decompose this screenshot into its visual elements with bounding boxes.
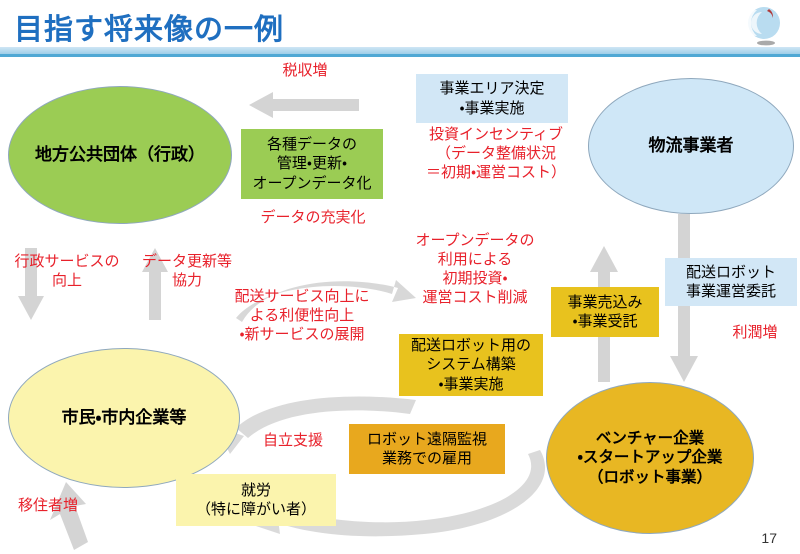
node-venture-startup[interactable]: ベンチャー企業 ・スタートアップ企業 （ロボット事業） — [546, 382, 754, 534]
box-business-sales-label: 事業売込み ・事業受託 — [567, 293, 643, 330]
node-venture-startup-label: ベンチャー企業 ・スタートアップ企業 （ロボット事業） — [577, 429, 723, 486]
annotation-tax-increase: 税収増 — [282, 62, 328, 79]
box-area-decision[interactable]: 事業エリア決定 ・事業実施 — [416, 74, 568, 123]
header-rule-solid — [0, 54, 800, 57]
node-citizens-companies-label: 市民・市内企業等 — [61, 408, 187, 428]
annotation-open-data-cost-reduction: オープンデータの 利用による 初期投資・ 運営コスト削減 — [415, 232, 535, 306]
box-area-decision-label: 事業エリア決定 ・事業実施 — [439, 80, 545, 117]
box-business-sales[interactable]: 事業売込み ・事業受託 — [551, 287, 659, 337]
node-local-government-label: 地方公共団体（行政） — [35, 145, 205, 165]
node-logistics-operator[interactable]: 物流事業者 — [588, 78, 794, 214]
box-data-management-label: 各種データの 管理・更新・ オープンデータ化 — [252, 136, 372, 192]
box-robot-operation-entrust[interactable]: 配送ロボット 事業運営委託 — [665, 258, 797, 306]
box-remote-monitoring-jobs-label: ロボット遠隔監視 業務での雇用 — [366, 430, 487, 467]
annotation-data-update-cooperation: データ更新等 協力 — [141, 253, 232, 289]
arrow-data-update-up — [140, 248, 170, 320]
box-data-management[interactable]: 各種データの 管理・更新・ オープンデータ化 — [241, 129, 383, 199]
arrow-migrants-diagonal — [36, 482, 96, 552]
annotation-gov-service-improvement: 行政サービスの 向上 — [14, 253, 120, 289]
node-local-government[interactable]: 地方公共団体（行政） — [8, 86, 232, 224]
annotation-independence-support: 自立支援 — [262, 432, 323, 449]
box-remote-monitoring-jobs[interactable]: ロボット遠隔監視 業務での雇用 — [349, 424, 505, 474]
page-title: 目指す将来像の一例 — [14, 14, 285, 46]
annotation-profit-increase: 利潤増 — [732, 324, 778, 341]
annotation-delivery-service-improvement: 配送サービス向上に よる利便性向上 ・新サービスの展開 — [234, 288, 370, 343]
annotation-migrant-increase: 移住者増 — [17, 497, 78, 514]
city-swirl-logo-icon — [744, 7, 780, 46]
header-rule-gradient — [0, 47, 800, 54]
page-number: 17 — [761, 530, 777, 546]
arrow-data-enrichment — [248, 233, 249, 234]
node-logistics-operator-label: 物流事業者 — [648, 136, 734, 156]
box-robot-operation-entrust-label: 配送ロボット 事業運営委託 — [685, 263, 776, 300]
box-employment-label: 就労 （特に障がい者） — [195, 481, 316, 518]
arrow-gov-service-down — [16, 248, 46, 320]
arrow-tax-left — [249, 90, 359, 120]
annotation-investment-incentive: 投資インセンティブ （データ整備状況 ＝初期・運営コスト） — [425, 126, 567, 181]
slide-header: 目指す将来像の一例 — [0, 0, 800, 57]
arrow-curve-citizens-to-logistics — [236, 268, 416, 328]
node-citizens-companies[interactable]: 市民・市内企業等 — [8, 348, 240, 488]
box-employment[interactable]: 就労 （特に障がい者） — [176, 474, 336, 526]
box-robot-system-build-label: 配送ロボット用の システム構築 ・事業実施 — [410, 337, 531, 393]
annotation-data-enrichment: データの充実化 — [260, 209, 366, 226]
box-robot-system-build[interactable]: 配送ロボット用の システム構築 ・事業実施 — [399, 334, 543, 396]
